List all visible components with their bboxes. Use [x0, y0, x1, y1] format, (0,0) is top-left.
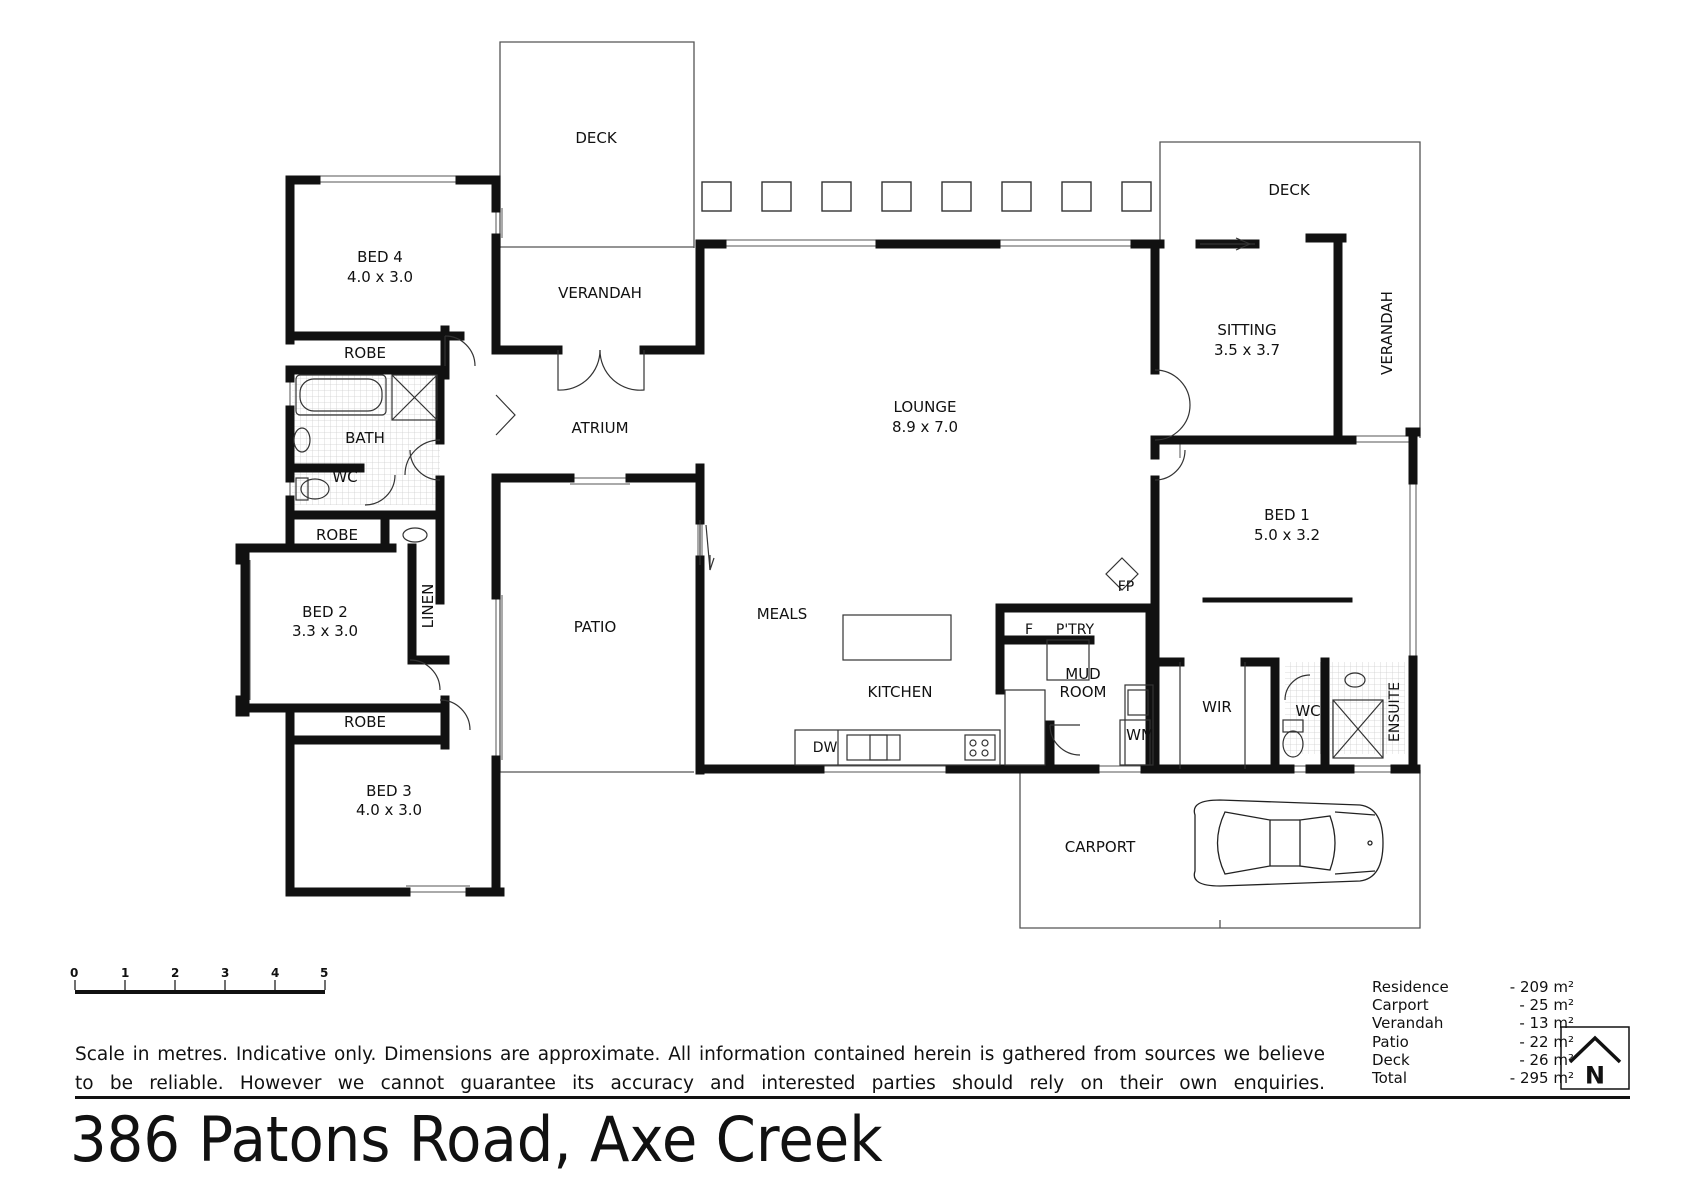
scale-tick-2: 2 [171, 966, 179, 980]
label-bed4-size: 4.0 x 3.0 [347, 268, 413, 286]
label-fridge: F [1025, 622, 1033, 638]
label-wc-left: WC [332, 468, 357, 486]
label-bed3-size: 4.0 x 3.0 [356, 801, 422, 819]
area-row: Verandah - 13 m² [1372, 1014, 1574, 1032]
disclaimer-text: Scale in metres. Indicative only. Dimens… [75, 1044, 1325, 1094]
label-atrium: ATRIUM [571, 419, 628, 437]
doors [409, 237, 1255, 756]
area-name: Deck [1372, 1050, 1410, 1069]
label-robe-bed2: ROBE [316, 526, 358, 544]
label-mud-room-2: ROOM [1060, 683, 1107, 701]
label-carport: CARPORT [1065, 838, 1136, 856]
label-robe-bed3: ROBE [344, 713, 386, 731]
scale-tick-0: 0 [70, 966, 78, 980]
label-bed2: BED 2 [302, 603, 348, 621]
label-linen: LINEN [419, 584, 437, 629]
compass-letter: N [1585, 1060, 1605, 1088]
scale-tick-4: 4 [271, 966, 279, 980]
pergola-posts [701, 181, 1152, 212]
label-kitchen: KITCHEN [868, 683, 933, 701]
label-verandah-left: VERANDAH [558, 284, 642, 302]
room-labels: DECK DECK BED 4 4.0 x 3.0 VERANDAH ROBE … [292, 129, 1403, 856]
label-lounge: LOUNGE [894, 398, 957, 416]
area-row: Residence - 209 m² [1372, 978, 1574, 996]
label-mud-room-1: MUD [1065, 665, 1100, 683]
label-bed1: BED 1 [1264, 506, 1310, 524]
footer-rule [75, 1096, 1630, 1099]
area-value: - 295 m² [1509, 1069, 1574, 1088]
label-patio: PATIO [574, 618, 617, 636]
scale-bar: 0 1 2 3 4 5 [70, 966, 328, 994]
scale-tick-3: 3 [221, 966, 229, 980]
label-sitting: SITTING [1217, 321, 1276, 339]
label-bed4: BED 4 [357, 248, 403, 266]
outdoor-outlines [499, 41, 1421, 929]
label-sitting-size: 3.5 x 3.7 [1214, 341, 1280, 359]
label-wc-right: WC [1295, 702, 1320, 720]
label-meals: MEALS [757, 605, 808, 623]
scale-tick-5: 5 [320, 966, 328, 980]
label-verandah-right: VERANDAH [1378, 291, 1396, 375]
label-bed3: BED 3 [366, 782, 412, 800]
area-name: Residence [1372, 978, 1449, 996]
area-name: Carport [1372, 996, 1429, 1015]
area-row: Total - 295 m² [1372, 1069, 1574, 1087]
label-dw: DW [813, 740, 838, 756]
label-bed1-size: 5.0 x 3.2 [1254, 526, 1320, 544]
property-address-title: 386 Patons Road, Axe Creek [70, 1103, 883, 1176]
car-icon [1193, 799, 1384, 887]
label-deck-right: DECK [1268, 181, 1311, 199]
label-pantry: P'TRY [1056, 622, 1095, 638]
label-ensuite: ENSUITE [1387, 682, 1403, 742]
label-deck-left: DECK [575, 129, 618, 147]
scale-tick-1: 1 [121, 966, 129, 980]
area-name: Total [1372, 1069, 1408, 1088]
label-wm: WM [1126, 726, 1154, 744]
north-compass-icon: N [1560, 1026, 1630, 1090]
area-name: Patio [1372, 1032, 1409, 1051]
label-bath: BATH [345, 429, 385, 447]
area-value: - 25 m² [1519, 996, 1574, 1015]
bathroom-fittings [293, 374, 1384, 769]
label-lounge-size: 8.9 x 7.0 [892, 418, 958, 436]
walls [235, 175, 1421, 897]
area-value: - 209 m² [1509, 978, 1574, 996]
label-robe-bed4: ROBE [344, 344, 386, 362]
label-wir: WIR [1202, 698, 1232, 716]
area-row: Patio - 22 m² [1372, 1033, 1574, 1051]
area-name: Verandah [1372, 1014, 1444, 1033]
area-schedule: Residence - 209 m² Carport - 25 m² Veran… [1372, 978, 1574, 1087]
label-fp: FP [1118, 579, 1135, 595]
label-bed2-size: 3.3 x 3.0 [292, 622, 358, 640]
tiled-floors [292, 375, 1405, 754]
windows [243, 175, 1417, 893]
area-row: Carport - 25 m² [1372, 996, 1574, 1014]
area-row: Deck - 26 m² [1372, 1051, 1574, 1069]
kitchen-fittings [794, 557, 1154, 766]
